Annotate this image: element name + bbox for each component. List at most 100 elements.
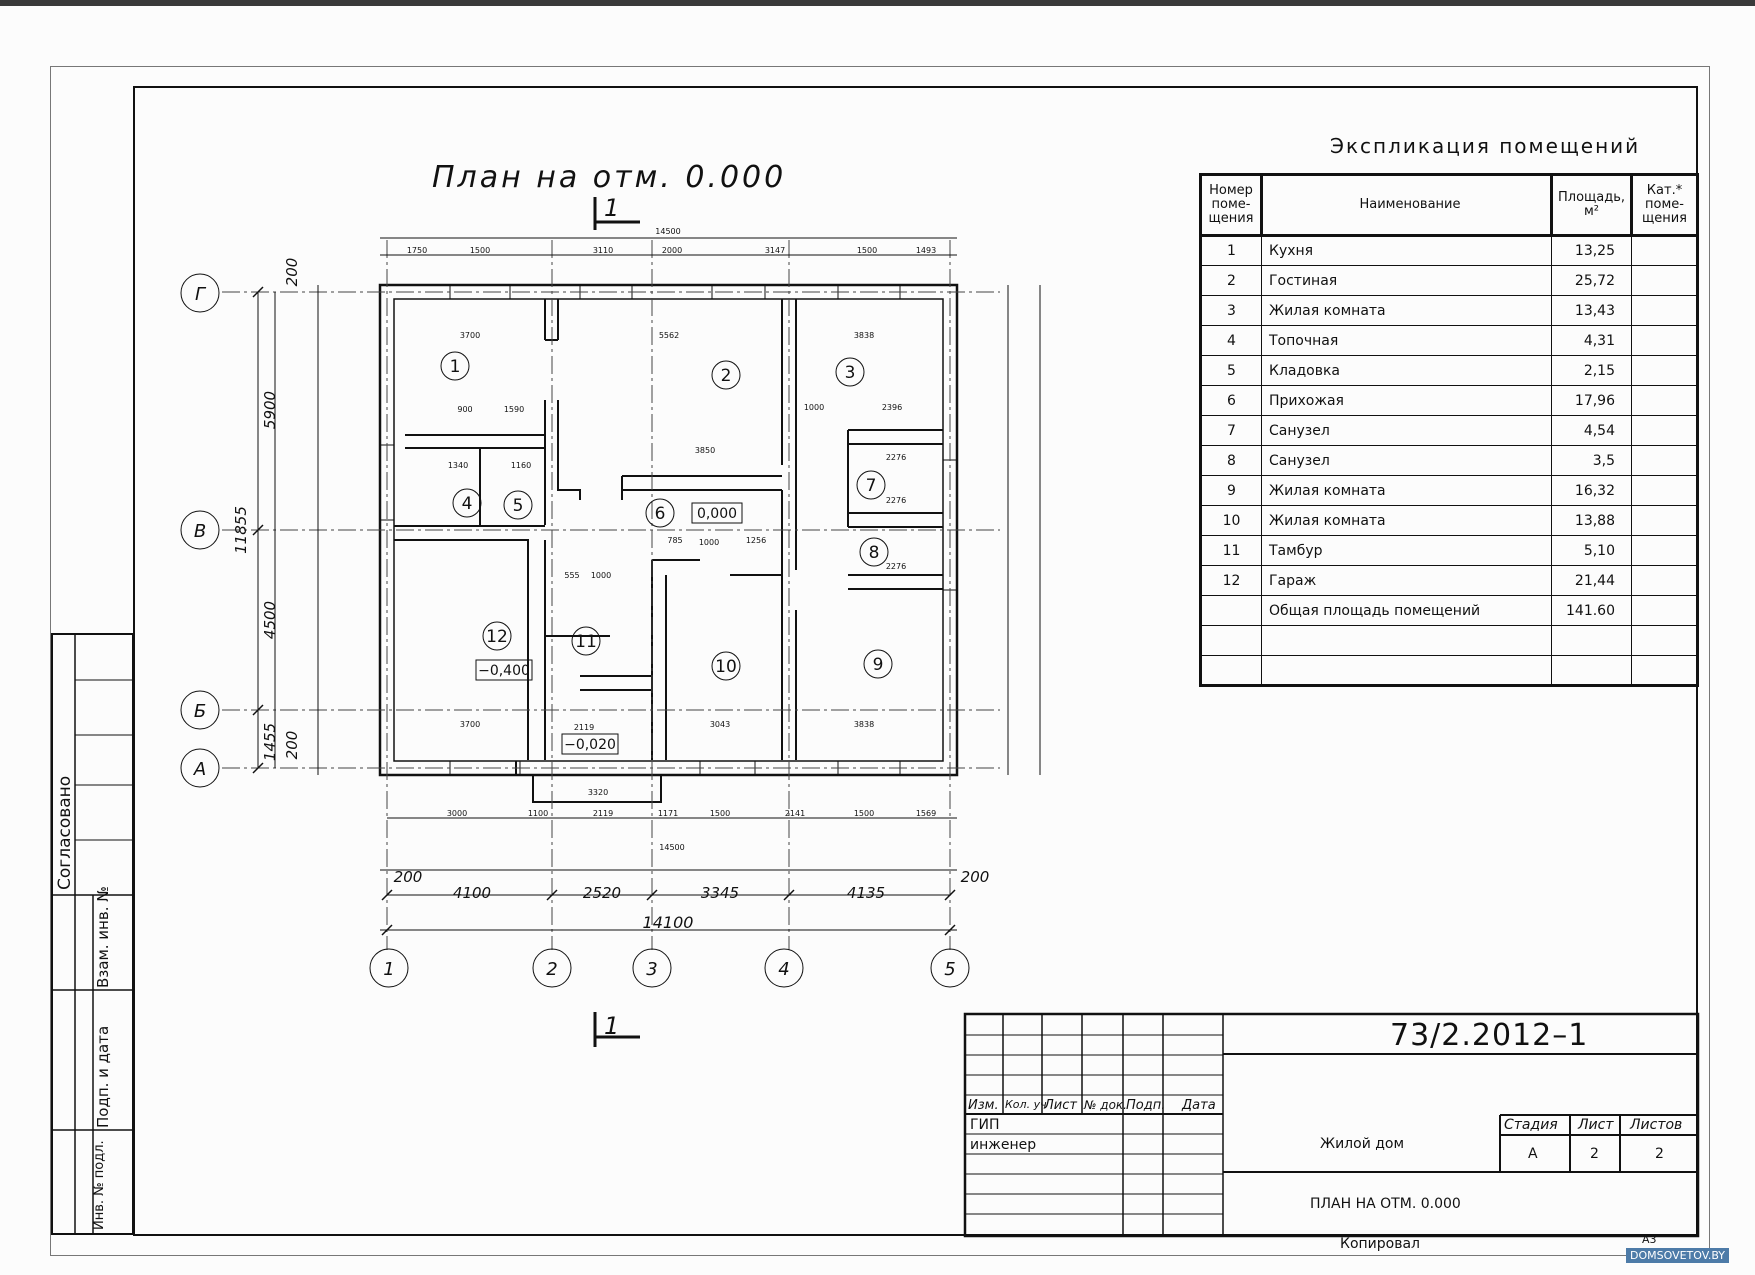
axis-bubble-V [180, 510, 220, 550]
agreed-label: Согласовано [55, 775, 75, 890]
room-name-cell: Топочная [1261, 325, 1552, 356]
room-category-cell [1631, 415, 1698, 446]
section-mark-top [593, 197, 640, 230]
explication-row [1200, 625, 1698, 656]
axis-bubble-2 [532, 948, 572, 988]
sheet-value: 2 [1590, 1146, 1599, 1162]
sheet-label: Лист [1578, 1117, 1614, 1133]
header-room-number: Номер поме-щения [1199, 173, 1263, 237]
explication-row [1200, 655, 1698, 686]
room-area-cell: 5,10 [1551, 535, 1632, 566]
axis-bubble-3 [632, 948, 672, 988]
room-area-cell [1551, 655, 1632, 686]
room-area-cell: 13,88 [1551, 505, 1632, 536]
col-sheet: Лист [1044, 1098, 1077, 1113]
room-name-cell: Гараж [1261, 565, 1552, 596]
header-area: Площадь, м² [1550, 173, 1633, 237]
room-area-cell: 13,25 [1551, 235, 1632, 266]
stage-value: А [1528, 1146, 1538, 1162]
room-number-cell: 7 [1200, 415, 1262, 446]
room-category-cell [1631, 385, 1698, 416]
room-number-cell: 10 [1200, 505, 1262, 536]
plan-title: План на отм. 0.000 [432, 160, 787, 195]
room-name-cell: Кухня [1261, 235, 1552, 266]
room-number-cell: 9 [1200, 475, 1262, 506]
room-name-cell: Кладовка [1261, 355, 1552, 386]
header-room-name: Наименование [1260, 173, 1553, 237]
section-mark-bottom [593, 1012, 640, 1047]
room-number-cell: 2 [1200, 265, 1262, 296]
axis-bubble-B [180, 690, 220, 730]
room-area-cell: 4,54 [1551, 415, 1632, 446]
stage-label: Стадия [1504, 1117, 1558, 1133]
explication-header-row: Номер поме-щения Наименование Площадь, м… [1199, 173, 1699, 237]
inv-orig-label: Инв. № подл. [92, 1140, 107, 1230]
room-name-cell [1261, 655, 1552, 686]
room-category-cell [1631, 325, 1698, 356]
room-number-cell: 8 [1200, 445, 1262, 476]
object-name: Жилой дом [1320, 1136, 1405, 1152]
room-area-cell: 4,31 [1551, 325, 1632, 356]
col-change: Изм. [968, 1098, 999, 1113]
copied-label: Копировал [1340, 1236, 1420, 1252]
watermark: DOMSOVETOV.BY [1626, 1248, 1729, 1263]
room-number-cell: 3 [1200, 295, 1262, 326]
inv-replace-label: Взам. инв. № [94, 886, 112, 988]
document-code: 73/2.2012–1 [1390, 1018, 1589, 1053]
room-category-cell [1631, 445, 1698, 476]
room-area-cell: 13,43 [1551, 295, 1632, 326]
room-category-cell [1631, 595, 1698, 626]
room-category-cell [1631, 505, 1698, 536]
header-category: Кат.* поме-щения [1630, 173, 1699, 237]
axis-bubble-5 [930, 948, 970, 988]
room-name-cell [1261, 625, 1552, 656]
sheet-name: ПЛАН НА ОТМ. 0.000 [1310, 1196, 1461, 1212]
room-number-cell: 6 [1200, 385, 1262, 416]
room-number-cell: 1 [1200, 235, 1262, 266]
room-name-cell: Жилая комната [1261, 475, 1552, 506]
room-category-cell [1631, 655, 1698, 686]
sheets-label: Листов [1630, 1117, 1683, 1133]
room-category-cell [1631, 235, 1698, 266]
room-category-cell [1631, 295, 1698, 326]
room-area-cell: 16,32 [1551, 475, 1632, 506]
room-number-cell: 12 [1200, 565, 1262, 596]
sign-date-label: Подп. и дата [94, 1025, 112, 1128]
room-number-cell [1200, 595, 1262, 626]
col-signature: Подп. [1126, 1098, 1166, 1113]
room-category-cell [1631, 535, 1698, 566]
room-number-cell [1200, 655, 1262, 686]
room-number-cell [1200, 625, 1262, 656]
col-qty: Кол. уч [1005, 1098, 1047, 1111]
role-engineer: инженер [970, 1137, 1037, 1153]
room-area-cell: 17,96 [1551, 385, 1632, 416]
room-name-cell: Санузел [1261, 445, 1552, 476]
room-name-cell: Гостиная [1261, 265, 1552, 296]
col-date: Дата [1182, 1098, 1216, 1113]
room-name-cell: Санузел [1261, 415, 1552, 446]
explication-table: Номер поме-щения Наименование Площадь, м… [1199, 173, 1699, 687]
room-area-cell: 3,5 [1551, 445, 1632, 476]
axis-bubble-A [180, 748, 220, 788]
role-chief-engineer: ГИП [970, 1117, 1000, 1133]
room-category-cell [1631, 625, 1698, 656]
room-number-cell: 5 [1200, 355, 1262, 386]
room-name-cell: Прихожая [1261, 385, 1552, 416]
axis-bubble-1 [369, 948, 409, 988]
room-number-cell: 11 [1200, 535, 1262, 566]
room-name-cell: Тамбур [1261, 535, 1552, 566]
